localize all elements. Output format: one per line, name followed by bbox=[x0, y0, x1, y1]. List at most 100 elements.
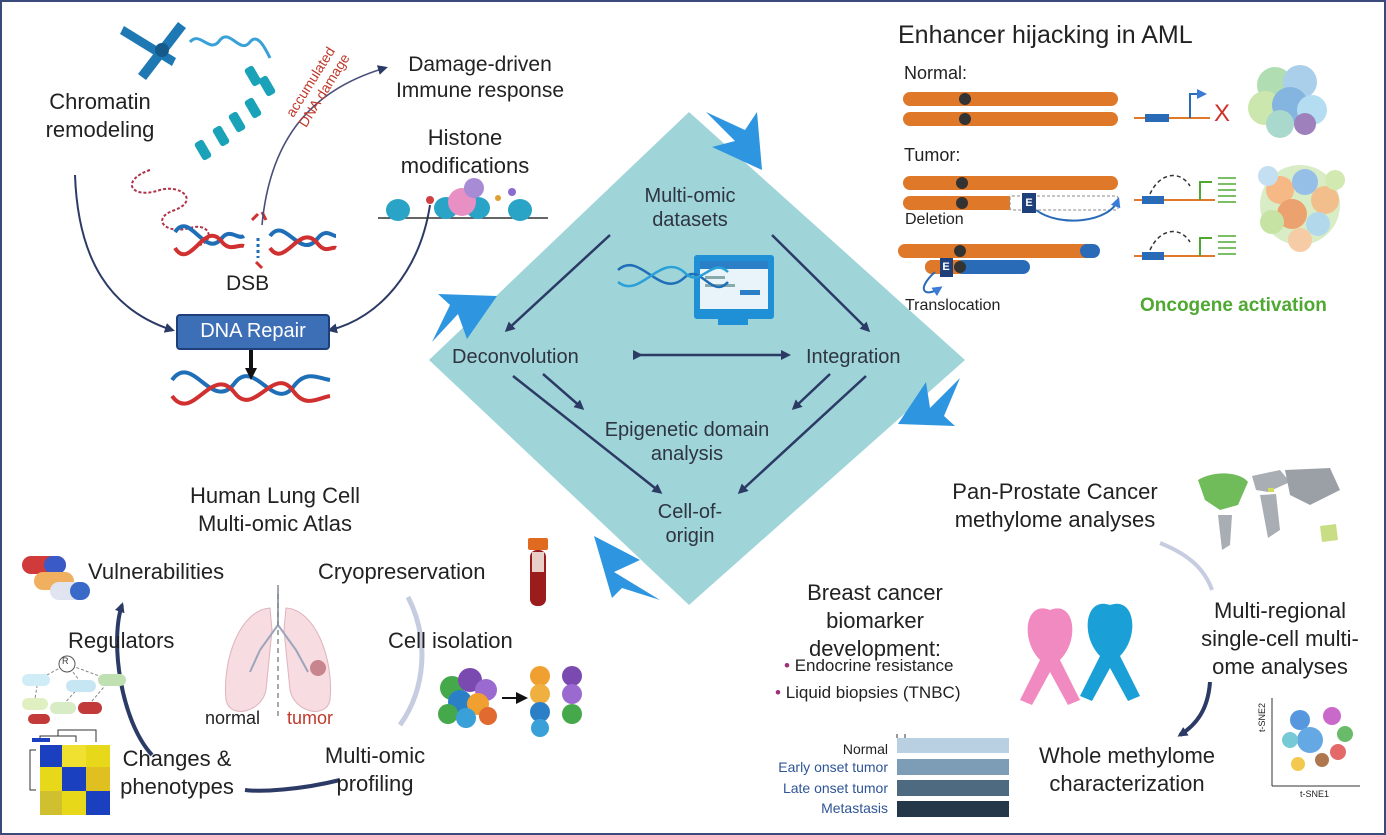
chromatin-line-1: Chromatin bbox=[49, 89, 151, 114]
enhancer-label-translocation: E bbox=[942, 261, 950, 273]
changes-line-2: phenotypes bbox=[120, 774, 234, 799]
tsne-x-label: t-SNE1 bbox=[1300, 789, 1330, 799]
lungs-icon bbox=[224, 585, 332, 720]
dna-helix-icon bbox=[617, 263, 729, 289]
histone-line-2: modifications bbox=[400, 153, 530, 178]
lung-normal-label: normal bbox=[205, 708, 261, 728]
lung-atlas-title: Human Lung Cell Multi-omic Atlas bbox=[165, 482, 385, 538]
histone-icon bbox=[378, 178, 548, 221]
aml-title: Enhancer hijacking in AML bbox=[898, 21, 1193, 49]
normal-chromosomes bbox=[903, 92, 1118, 126]
histone-line-1: Histone bbox=[427, 125, 503, 150]
normal-label: Normal: bbox=[904, 63, 968, 83]
methylation-tracks bbox=[896, 734, 1009, 817]
chromatin-remodeling-label: Chromatin remodeling bbox=[30, 88, 170, 144]
histone-label: Histone modifications bbox=[385, 124, 545, 180]
track-label-metastasis: Metastasis bbox=[821, 800, 888, 816]
pill-capsules bbox=[22, 556, 90, 600]
multiregional-line-3: ome analyses bbox=[1212, 654, 1348, 679]
cycle-arrow-top bbox=[706, 112, 762, 170]
network-node-label: R bbox=[62, 656, 69, 666]
prostate-module bbox=[896, 468, 1360, 817]
deletion-label: Deletion bbox=[905, 211, 964, 228]
deletion-chromosome bbox=[903, 176, 1121, 222]
cell-mixture-icon bbox=[438, 668, 497, 728]
origin-line-1: Cell-of- bbox=[657, 501, 723, 523]
integration-label: Integration bbox=[806, 346, 901, 368]
track-label-normal: Normal bbox=[842, 741, 888, 757]
profiling-line-2: profiling bbox=[336, 771, 414, 796]
whole-line-1: Whole methylome bbox=[1038, 743, 1216, 768]
oncogene-activation-label: Oncogene activation bbox=[1140, 295, 1327, 316]
dna-repair-module bbox=[74, 22, 548, 406]
repaired-dna bbox=[170, 370, 331, 406]
multiregional-line-2: single-cell multi- bbox=[1201, 626, 1359, 651]
multiomic-datasets-label: Multi-omic datasets bbox=[610, 184, 770, 232]
prostate-line-1: Pan-Prostate Cancer bbox=[952, 479, 1158, 504]
pink-ribbon-icon bbox=[1020, 608, 1080, 705]
chromosome-icon bbox=[120, 22, 186, 80]
sorted-cells-icon bbox=[530, 666, 582, 737]
multiregional-label: Multi-regional single-cell multi- ome an… bbox=[1190, 597, 1370, 681]
origin-line-2: origin bbox=[665, 525, 715, 547]
track-label-early: Early onset tumor bbox=[778, 759, 888, 775]
central-diamond bbox=[429, 112, 965, 605]
lung-title-line-1: Human Lung Cell bbox=[190, 483, 360, 508]
deconvolution-label: Deconvolution bbox=[452, 346, 579, 368]
gene-active-2 bbox=[1134, 230, 1236, 260]
lung-module bbox=[22, 538, 582, 815]
network-nodes bbox=[22, 674, 126, 724]
lung-title-line-2: Multi-omic Atlas bbox=[197, 511, 353, 536]
multiomic-line-1: Multi-omic bbox=[644, 185, 736, 207]
bullet-liquid-biopsies: Liquid biopsies (TNBC) bbox=[775, 682, 961, 704]
blood-tube-icon bbox=[528, 538, 548, 606]
breast-title: Breast cancer biomarker development: bbox=[780, 579, 970, 663]
nucleosome-coils bbox=[194, 65, 276, 161]
vulnerabilities-label: Vulnerabilities bbox=[88, 559, 225, 584]
changes-line-1: Changes & bbox=[122, 746, 232, 771]
gene-inactive bbox=[1134, 89, 1210, 122]
immune-line-1: Damage-driven bbox=[408, 53, 552, 76]
multiomic-line-2: datasets bbox=[652, 209, 728, 231]
regulators-label: Regulators bbox=[68, 628, 175, 653]
heatmap-icon bbox=[29, 729, 110, 815]
damage-immune-label: Damage-driven Immune response bbox=[390, 52, 570, 104]
tsne-plot-icon bbox=[1271, 698, 1360, 787]
tsne-y-label: t-SNE2 bbox=[1257, 702, 1267, 732]
lung-tumor-label: tumor bbox=[287, 708, 334, 728]
cell-isolation-label: Cell isolation bbox=[388, 628, 513, 653]
breast-line-2: biomarker bbox=[826, 608, 924, 633]
epigenetic-line-1: Epigenetic domain bbox=[604, 419, 770, 441]
prostate-title: Pan-Prostate Cancer methylome analyses bbox=[930, 478, 1180, 534]
translocation-chromosomes bbox=[898, 244, 1100, 297]
epigenetic-domain-label: Epigenetic domain analysis bbox=[575, 418, 799, 466]
world-map-icon bbox=[1198, 468, 1340, 550]
cycle-arrow-left bbox=[432, 294, 497, 342]
track-label-late: Late onset tumor bbox=[782, 780, 888, 796]
tumor-label: Tumor: bbox=[904, 145, 961, 165]
chromatin-line-2: remodeling bbox=[45, 117, 155, 142]
breast-line-1: Breast cancer bbox=[807, 580, 943, 605]
bullet-endocrine: Endocrine resistance bbox=[784, 655, 954, 677]
multiomic-profiling-label: Multi-omic profiling bbox=[320, 742, 430, 798]
changes-phenotypes-label: Changes & phenotypes bbox=[112, 745, 242, 801]
cycle-arrow-bottom bbox=[594, 536, 660, 600]
damaged-dna bbox=[173, 211, 337, 270]
enhancer-label-deletion: E bbox=[1025, 197, 1033, 209]
multiregional-line-1: Multi-regional bbox=[1213, 598, 1347, 623]
whole-methylome-label: Whole methylome characterization bbox=[1022, 742, 1232, 798]
prostate-line-2: methylome analyses bbox=[954, 507, 1156, 532]
dsb-label: DSB bbox=[226, 272, 270, 295]
blue-ribbon-icon bbox=[1080, 603, 1140, 701]
immune-line-2: Immune response bbox=[395, 79, 565, 102]
cycle-arrow-right bbox=[898, 378, 960, 426]
whole-line-2: characterization bbox=[1049, 771, 1205, 796]
cell-of-origin-label: Cell-of- origin bbox=[630, 500, 750, 548]
translocation-label: Translocation bbox=[905, 297, 1001, 314]
tumor-cell-cluster bbox=[1258, 165, 1345, 252]
gene-active-1 bbox=[1134, 174, 1236, 204]
dna-repair-box: DNA Repair bbox=[176, 314, 330, 350]
